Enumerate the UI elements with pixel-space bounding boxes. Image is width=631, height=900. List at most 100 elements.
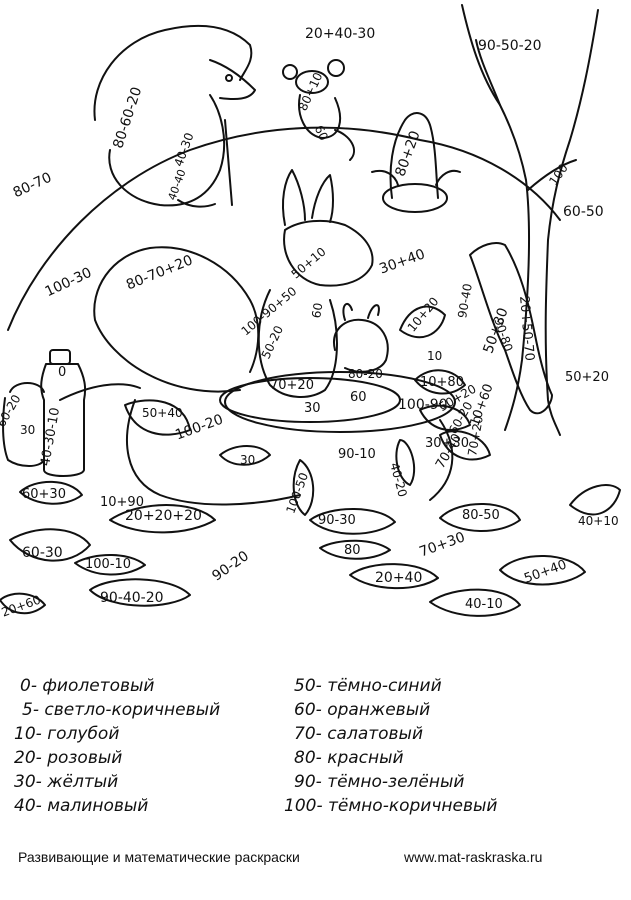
- hedgehog-eye: [225, 74, 233, 82]
- legend-value: 60: [294, 700, 316, 720]
- expression: 30: [304, 401, 321, 416]
- legend-item: 50- тёмно-синий: [294, 676, 442, 696]
- legend-item: 0- фиолетовый: [20, 676, 154, 696]
- bottle-and-jar: [2, 349, 87, 477]
- hill-outline: [7, 126, 561, 331]
- expression: 10+80: [420, 375, 464, 390]
- tree-branch: [475, 39, 501, 106]
- leaf: [0, 592, 46, 615]
- hedgehog-feet: [177, 199, 216, 208]
- squirrel-ear: [282, 169, 306, 226]
- expression: 60: [309, 301, 326, 320]
- legend-item: 10- голубой: [14, 724, 119, 744]
- legend-item: 60- оранжевый: [294, 700, 430, 720]
- leaf: [319, 539, 391, 560]
- flower-petal: [419, 404, 471, 431]
- burrow-hole: [382, 183, 448, 213]
- legend-separator: -: [315, 700, 322, 720]
- expression: 40+10: [578, 514, 619, 528]
- flower-petal: [292, 459, 315, 516]
- legend-value: 90: [294, 772, 316, 792]
- legend-value: 80: [294, 748, 316, 768]
- tree-trunk-right-edge: [544, 9, 599, 436]
- bottle-cap: [49, 349, 71, 365]
- legend-color-name: розовый: [47, 748, 123, 768]
- legend-item: 5- светло-коричневый: [22, 700, 220, 720]
- little-squirrel-ears: [342, 302, 380, 321]
- jar-lid: [9, 382, 45, 393]
- legend-separator: -: [35, 772, 42, 792]
- legend-item: 30- жёлтый: [14, 772, 118, 792]
- flower-petal: [399, 305, 446, 339]
- hedgehog-body: [108, 94, 226, 207]
- leaf: [74, 554, 146, 576]
- legend-value: 40: [14, 796, 36, 816]
- leaf: [109, 504, 216, 534]
- legend-color-name: светло-коричневый: [44, 700, 221, 720]
- legend-color-name: малиновый: [47, 796, 149, 816]
- mouse-tail: [334, 129, 355, 161]
- ground-line: [59, 383, 141, 401]
- flower-petal: [414, 369, 466, 395]
- towel: [469, 242, 553, 415]
- mole-arm: [371, 169, 399, 186]
- expression: 50+20: [565, 370, 609, 385]
- mole-body: [389, 112, 439, 199]
- expression: 30: [20, 423, 36, 437]
- leaf: [19, 480, 83, 505]
- leaf: [309, 508, 396, 535]
- expression: 20+20+20: [125, 508, 202, 524]
- legend-value: 100: [284, 796, 317, 816]
- expression: 40-10: [465, 597, 503, 612]
- legend-color-name: голубой: [47, 724, 120, 744]
- legend-separator: -: [315, 772, 322, 792]
- legend-item: 20- розовый: [14, 748, 122, 768]
- legend-color-name: салатовый: [327, 724, 424, 744]
- expression: 80-20: [348, 367, 383, 381]
- legend-separator: -: [315, 748, 322, 768]
- leaf: [499, 554, 586, 586]
- mouse-body: [298, 94, 342, 139]
- expression: 70+20: [270, 378, 314, 393]
- tree-trunk-left-edge: [461, 4, 530, 431]
- hedgehog-spines: [93, 24, 253, 121]
- mole-arm: [435, 169, 461, 186]
- flower: [292, 305, 491, 516]
- legend-color-name: оранжевый: [327, 700, 431, 720]
- expression: 0: [58, 365, 67, 380]
- expression: 90-10: [338, 447, 376, 462]
- legend-separator: -: [35, 724, 42, 744]
- expression: 100-10: [85, 557, 132, 572]
- expression: 90-30: [318, 513, 356, 528]
- jar-body: [2, 397, 45, 467]
- legend-separator: -: [35, 796, 42, 816]
- legend-value: 70: [294, 724, 316, 744]
- expression: 20+40: [375, 570, 423, 586]
- expression: 80-50: [462, 508, 500, 523]
- mouse: [282, 59, 355, 161]
- leaf: [439, 502, 521, 532]
- expression: 90-50-20: [478, 38, 542, 54]
- leaf: [569, 484, 621, 516]
- expression: 20+40-30: [305, 26, 376, 42]
- legend-separator: -: [30, 676, 37, 696]
- little-squirrel: [333, 302, 389, 373]
- legend-color-name: тёмно-коричневый: [328, 796, 498, 816]
- hedgehog: [93, 24, 256, 208]
- mole-in-burrow: [371, 112, 461, 213]
- squirrel-tail: [93, 246, 260, 393]
- legend-item: 80- красный: [294, 748, 404, 768]
- expression: 60-50: [563, 204, 604, 220]
- expression: 10: [427, 349, 443, 363]
- footer-website: www.mat-raskraska.ru: [404, 849, 543, 865]
- bottle-body: [40, 363, 87, 477]
- leaf: [429, 588, 521, 617]
- legend-item: 40- малиновый: [14, 796, 148, 816]
- mouse-ear: [282, 64, 298, 80]
- tree-stump: [126, 371, 456, 506]
- legend-color-name: тёмно-синий: [327, 676, 442, 696]
- legend-color-name: жёлтый: [47, 772, 119, 792]
- legend-value: 10: [14, 724, 36, 744]
- hedgehog-walking-stick: [224, 119, 233, 206]
